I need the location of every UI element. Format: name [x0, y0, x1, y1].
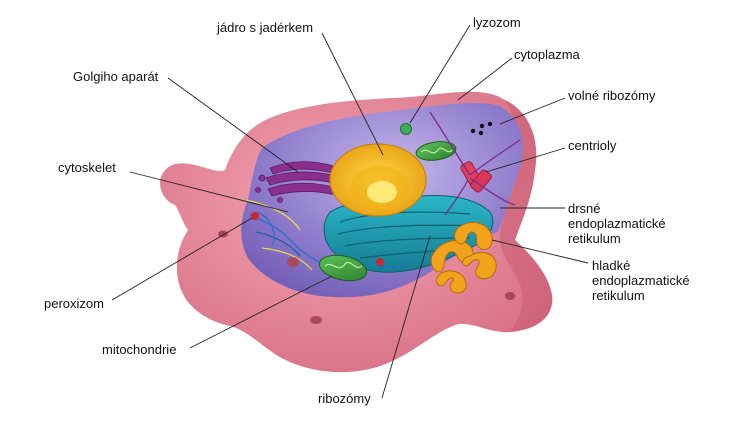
label-volne-ribozomy: volné ribozómy: [568, 88, 655, 103]
membrane-pit: [310, 316, 322, 324]
label-hladke-line3: retikulum: [592, 288, 690, 303]
label-mitochondrie: mitochondrie: [102, 342, 176, 357]
label-centrioly: centrioly: [568, 138, 616, 153]
label-ribozomy: ribozómy: [318, 391, 371, 406]
membrane-pit: [218, 231, 228, 238]
label-drsne-line2: endoplazmatické: [568, 216, 666, 231]
lysosome: [401, 124, 412, 135]
nucleolus: [367, 181, 397, 203]
label-drsne-line3: retikulum: [568, 231, 666, 246]
label-drsne-er: drsné endoplazmatické retikulum: [568, 201, 666, 246]
label-cytoskelet: cytoskelet: [58, 160, 116, 175]
membrane-pit: [287, 257, 299, 267]
label-peroxizom: peroxizom: [44, 296, 104, 311]
label-lyzozom: lyzozom: [473, 15, 521, 30]
nucleus: [330, 144, 426, 216]
membrane-pit: [505, 292, 515, 300]
label-drsne-line1: drsné: [568, 201, 666, 216]
peroxisome: [251, 212, 259, 220]
label-hladke-line1: hladké: [592, 258, 690, 273]
label-jadro-s-jaderkem: jádro s jadérkem: [217, 20, 313, 35]
vesicle: [376, 258, 384, 266]
label-cytoplazma: cytoplazma: [514, 47, 580, 62]
label-hladke-er: hladké endoplazmatické retikulum: [592, 258, 690, 303]
label-hladke-line2: endoplazmatické: [592, 273, 690, 288]
label-golgiho-aparat: Golgiho aparát: [73, 69, 158, 84]
